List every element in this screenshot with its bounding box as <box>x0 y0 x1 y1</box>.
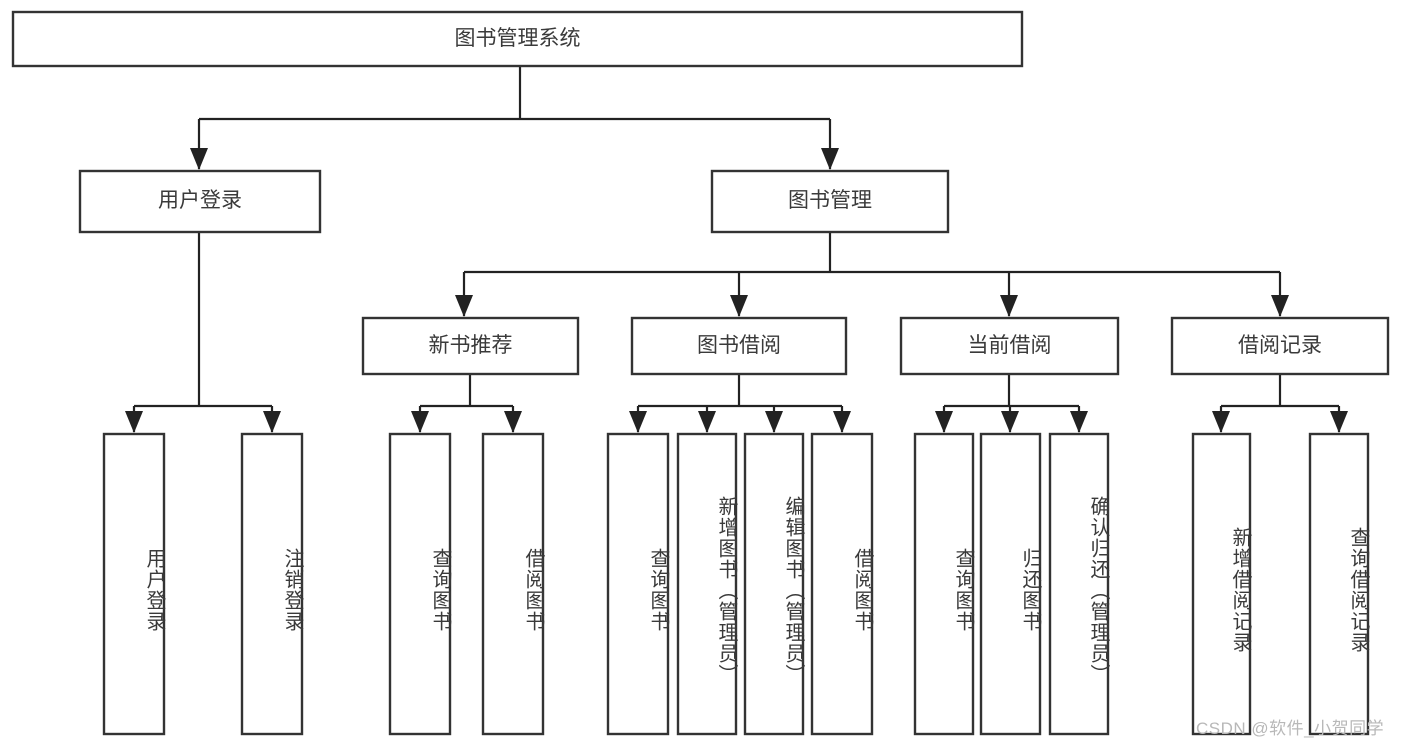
arrow-head-icon <box>263 411 281 433</box>
node-box-root[interactable] <box>11 10 1024 68</box>
node-box-book-borrow[interactable] <box>630 316 848 376</box>
node-box-leaf-query-book-3[interactable] <box>913 432 975 736</box>
node-box-book-manage[interactable] <box>710 169 950 234</box>
arrow-head-icon <box>765 411 783 433</box>
node-box-leaf-add-record[interactable] <box>1191 432 1252 736</box>
arrow-head-icon <box>935 411 953 433</box>
arrow-head-icon <box>698 411 716 433</box>
node-box-leaf-return-book[interactable] <box>979 432 1042 736</box>
arrow-head-icon <box>1271 295 1289 317</box>
node-box-leaf-query-record[interactable] <box>1308 432 1370 736</box>
arrow-head-icon <box>125 411 143 433</box>
node-box-leaf-borrow-book-1[interactable] <box>481 432 545 736</box>
node-box-leaf-borrow-book-2[interactable] <box>810 432 874 736</box>
arrow-head-icon <box>1212 411 1230 433</box>
node-box-leaf-add-book[interactable] <box>676 432 738 736</box>
arrow-head-icon <box>821 148 839 170</box>
node-box-leaf-query-book-1[interactable] <box>388 432 452 736</box>
edges-layer <box>125 66 1348 433</box>
arrow-head-icon <box>1001 411 1019 433</box>
node-box-leaf-logout[interactable] <box>240 432 304 736</box>
node-box-new-book-recommend[interactable] <box>361 316 580 376</box>
arrow-head-icon <box>1070 411 1088 433</box>
arrow-head-icon <box>629 411 647 433</box>
watermark-text: CSDN @软件_小贺同学 <box>1196 719 1385 738</box>
boxes-layer <box>11 10 1390 736</box>
arrow-head-icon <box>411 411 429 433</box>
node-box-leaf-user-login[interactable] <box>102 432 166 736</box>
node-box-borrow-record[interactable] <box>1170 316 1390 376</box>
node-box-leaf-confirm-return[interactable] <box>1048 432 1110 736</box>
node-box-user-login[interactable] <box>78 169 322 234</box>
arrow-head-icon <box>1330 411 1348 433</box>
node-box-leaf-edit-book[interactable] <box>743 432 805 736</box>
arrow-head-icon <box>504 411 522 433</box>
arrow-head-icon <box>833 411 851 433</box>
arrow-head-icon <box>190 148 208 170</box>
arrow-head-icon <box>455 295 473 317</box>
arrow-head-icon <box>730 295 748 317</box>
arrow-head-icon <box>1000 295 1018 317</box>
node-box-current-borrow[interactable] <box>899 316 1120 376</box>
node-box-leaf-query-book-2[interactable] <box>606 432 670 736</box>
